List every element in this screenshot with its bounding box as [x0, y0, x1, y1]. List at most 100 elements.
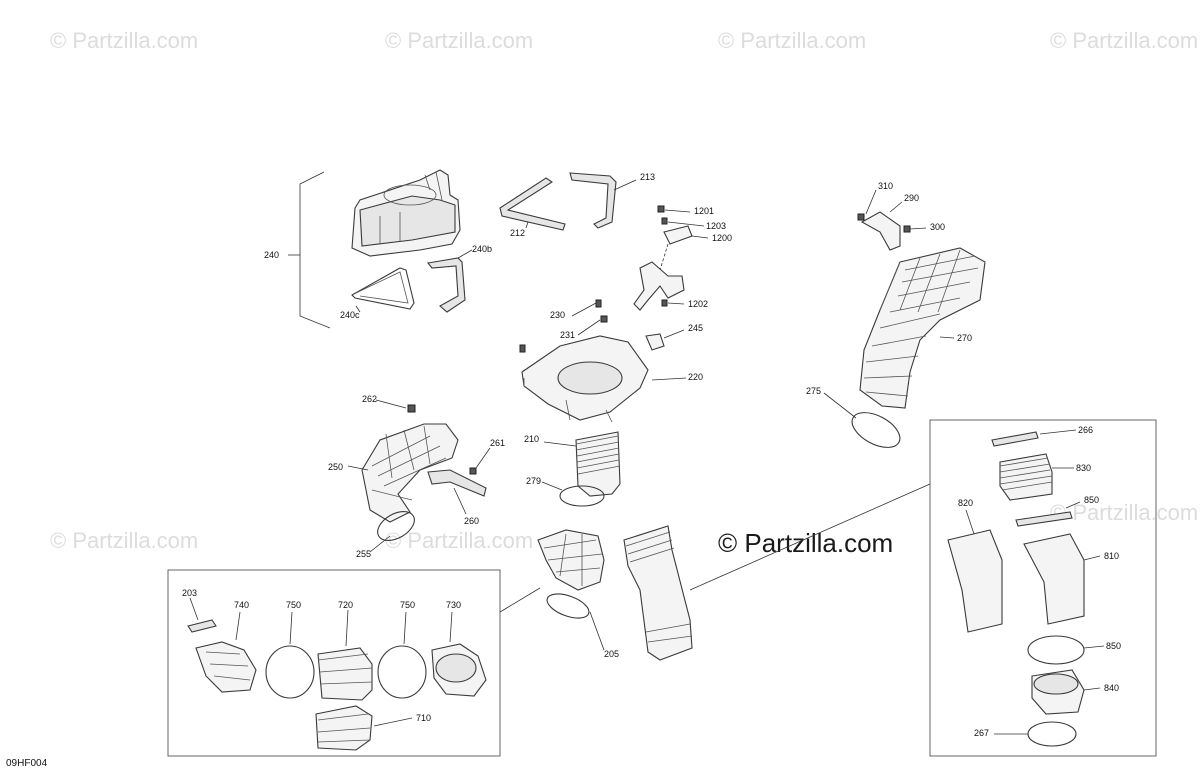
callout-230: 230 [550, 310, 565, 320]
tube-810 [1023, 533, 1085, 625]
coupler-720 [317, 647, 373, 701]
watermark-text: © Partzilla.com [50, 28, 198, 53]
bracket-290 [860, 211, 901, 251]
inset-frame [167, 569, 501, 757]
seal-240c [351, 267, 415, 310]
duct-270-group: 270 275 [806, 247, 986, 448]
callout-261: 261 [490, 438, 505, 448]
plug-262 [407, 404, 416, 413]
watermark-text: © Partzilla.com [1050, 500, 1198, 525]
screw-1202 [661, 299, 668, 307]
adapter-opening [557, 361, 623, 395]
callout-850b: 850 [1106, 641, 1121, 651]
watermark-text: © Partzilla.com [718, 28, 866, 53]
clamp-255 [377, 511, 415, 541]
seals-212-213: 212 213 [499, 172, 655, 238]
callout-830: 830 [1076, 463, 1091, 473]
clamp-750a [265, 645, 315, 699]
callout-212: 212 [510, 228, 525, 238]
callout-1201: 1201 [694, 206, 714, 216]
callout-240: 240 [264, 250, 279, 260]
inset-kit-left: 203 740 750 720 750 730 710 [167, 569, 541, 757]
seal-213 [569, 172, 617, 229]
callout-213: 213 [640, 172, 655, 182]
callout-290: 290 [904, 193, 919, 203]
watermark-text: © Partzilla.com [1050, 28, 1198, 53]
clamp-850b [1027, 635, 1085, 665]
nut-310 [857, 213, 865, 221]
callout-266: 266 [1078, 425, 1093, 435]
callout-840: 840 [1104, 683, 1119, 693]
callout-270: 270 [957, 333, 972, 343]
strap-266 [991, 431, 1039, 447]
elbow-duct [537, 529, 605, 591]
long-duct [623, 525, 693, 661]
bracket-1200 [663, 225, 693, 245]
callout-262: 262 [362, 394, 377, 404]
clamp-275 [851, 412, 901, 448]
callout-740: 740 [234, 600, 249, 610]
callout-275: 275 [806, 386, 821, 396]
callout-310: 310 [878, 181, 893, 191]
callout-750b: 750 [400, 600, 415, 610]
callout-1202: 1202 [688, 299, 708, 309]
callout-1200: 1200 [712, 233, 732, 243]
adapter-840-opening [1033, 673, 1079, 695]
callout-210: 210 [524, 434, 539, 444]
watermark-text: © Partzilla.com [385, 528, 533, 553]
clamp-205 [546, 593, 590, 619]
callout-205: 205 [604, 649, 619, 659]
clamp-279 [559, 485, 605, 507]
callout-250: 250 [328, 462, 343, 472]
seal-212 [499, 177, 566, 231]
adapter-220-group: 230 231 220 245 [519, 299, 703, 423]
sensor-part [633, 261, 685, 311]
callout-720: 720 [338, 600, 353, 610]
callout-810: 810 [1104, 551, 1119, 561]
duct-250-group: 262 250 261 260 255 [328, 394, 505, 559]
sensor-1200-group: 1201 1203 1200 1202 [633, 205, 732, 311]
screw-1203 [661, 217, 668, 225]
diagram-code: 09HF004 [6, 758, 48, 769]
callout-1203: 1203 [706, 221, 726, 231]
callout-300: 300 [930, 222, 945, 232]
elbow-205-group: 205 [537, 525, 693, 661]
screw-230 [595, 299, 602, 308]
seal-240b [426, 257, 466, 313]
bracket-260 [427, 469, 487, 497]
callout-260: 260 [464, 516, 479, 526]
duct-270 [859, 247, 986, 409]
clip-245 [645, 333, 665, 351]
callout-240b: 240b [472, 244, 492, 254]
callout-710: 710 [416, 713, 431, 723]
screw-230 [519, 344, 526, 353]
callout-730: 730 [446, 600, 461, 610]
nut-1201 [657, 205, 665, 213]
elbow-740 [195, 641, 257, 693]
airbox-side [359, 195, 456, 247]
callout-820: 820 [958, 498, 973, 508]
adapter-730-opening [435, 653, 477, 683]
watermark-text: © Partzilla.com [50, 528, 198, 553]
bracket-310-group: 310 290 300 [857, 181, 945, 251]
airbox-240-group: 240 240b 240c [264, 169, 492, 329]
callout-850a: 850 [1084, 495, 1099, 505]
callout-750a: 750 [286, 600, 301, 610]
screw-300 [903, 225, 911, 233]
part-203 [187, 619, 217, 633]
callout-240c: 240c [340, 310, 360, 320]
strap-850a [1015, 511, 1073, 527]
screw-261 [469, 467, 477, 475]
watermark-layer: © Partzilla.com © Partzilla.com © Partzi… [50, 28, 1198, 558]
callout-231: 231 [560, 330, 575, 340]
callout-267: 267 [974, 728, 989, 738]
clamp-267 [1027, 721, 1077, 747]
tube-820 [947, 529, 1003, 633]
inset-frame [929, 419, 1157, 757]
inset-kit-right: 266 830 820 850 810 850 840 267 [689, 419, 1157, 757]
nut-231 [600, 315, 608, 323]
watermark-text: © Partzilla.com [385, 28, 533, 53]
callout-279: 279 [526, 476, 541, 486]
